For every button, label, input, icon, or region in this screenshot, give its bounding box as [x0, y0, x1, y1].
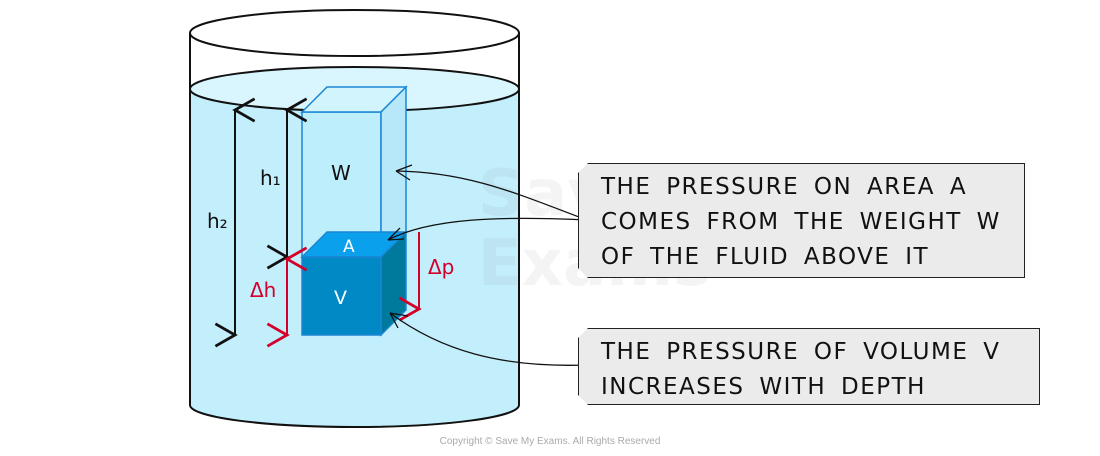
callout-pointers: [387, 164, 591, 369]
area-label: A: [343, 237, 355, 257]
copyright: Copyright © Save My Exams. All Rights Re…: [439, 436, 661, 447]
delta-p-label: Δp: [428, 255, 454, 279]
callout-line: OF THE FLUID ABOVE IT: [601, 244, 930, 270]
callout-line: THE PRESSURE ON AREA A: [601, 174, 968, 200]
volume-cube: [300, 230, 408, 337]
delta-h-label: Δh: [250, 278, 276, 302]
h1-label: h₁: [260, 166, 281, 190]
callout-line: THE PRESSURE OF VOLUME V: [601, 339, 1001, 365]
callout-volume: THE PRESSURE OF VOLUME V INCREASES WITH D…: [578, 328, 1040, 405]
h2-label: h₂: [207, 209, 228, 233]
callout-weight: THE PRESSURE ON AREA A COMES FROM THE WEI…: [578, 163, 1025, 278]
volume-label: V: [334, 287, 347, 309]
weight-label: W: [331, 161, 351, 185]
callout-line: COMES FROM THE WEIGHT W: [601, 209, 1001, 235]
callout-line: INCREASES WITH DEPTH: [601, 374, 926, 400]
